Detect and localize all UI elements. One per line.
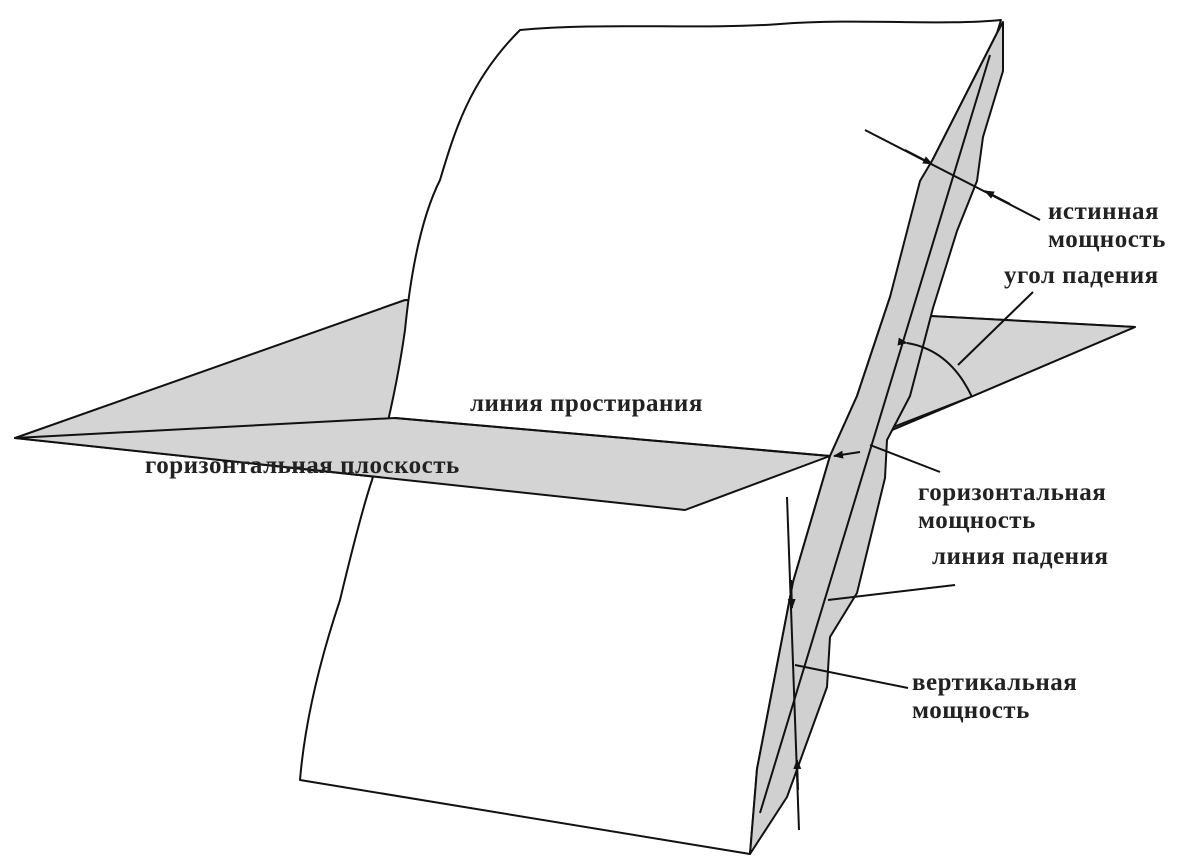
vertical-thickness-leader [794, 664, 909, 689]
true-thickness-arrowhead-1 [904, 149, 933, 165]
dip-angle-leader [957, 291, 1034, 366]
dip-line [759, 54, 991, 814]
label-horizontal-thickness-1: горизонтальная [918, 479, 1107, 506]
vein-body [749, 21, 1004, 855]
label-true-thickness-1: истинная [1048, 198, 1160, 225]
label-true-thickness-2: мощность [1048, 226, 1166, 253]
true-thickness-arrow [864, 129, 1041, 221]
vertical-thickness-arrowhead-1 [787, 579, 796, 609]
label-horizontal-plane: горизонтальная плоскость [145, 452, 460, 479]
horizontal-thickness-leader [869, 444, 941, 473]
vertical-thickness-arrowhead-2 [793, 759, 802, 791]
label-dip-angle: угол падения [1004, 262, 1159, 289]
strike-line [394, 417, 831, 457]
label-vertical-thickness-2: мощность [912, 697, 1030, 724]
label-strike-line: линия простирания [470, 390, 703, 417]
dip-line-leader [827, 584, 956, 601]
label-dip-line: линия падения [932, 543, 1109, 570]
label-vertical-thickness-1: вертикальная [912, 669, 1078, 696]
label-horizontal-thickness-2: мощность [918, 507, 1036, 534]
dip-angle-arc [897, 337, 973, 398]
rock-slab [299, 19, 1002, 855]
horizontal-thickness-arrowhead [833, 450, 861, 459]
true-thickness-arrowhead-2 [984, 190, 1011, 205]
